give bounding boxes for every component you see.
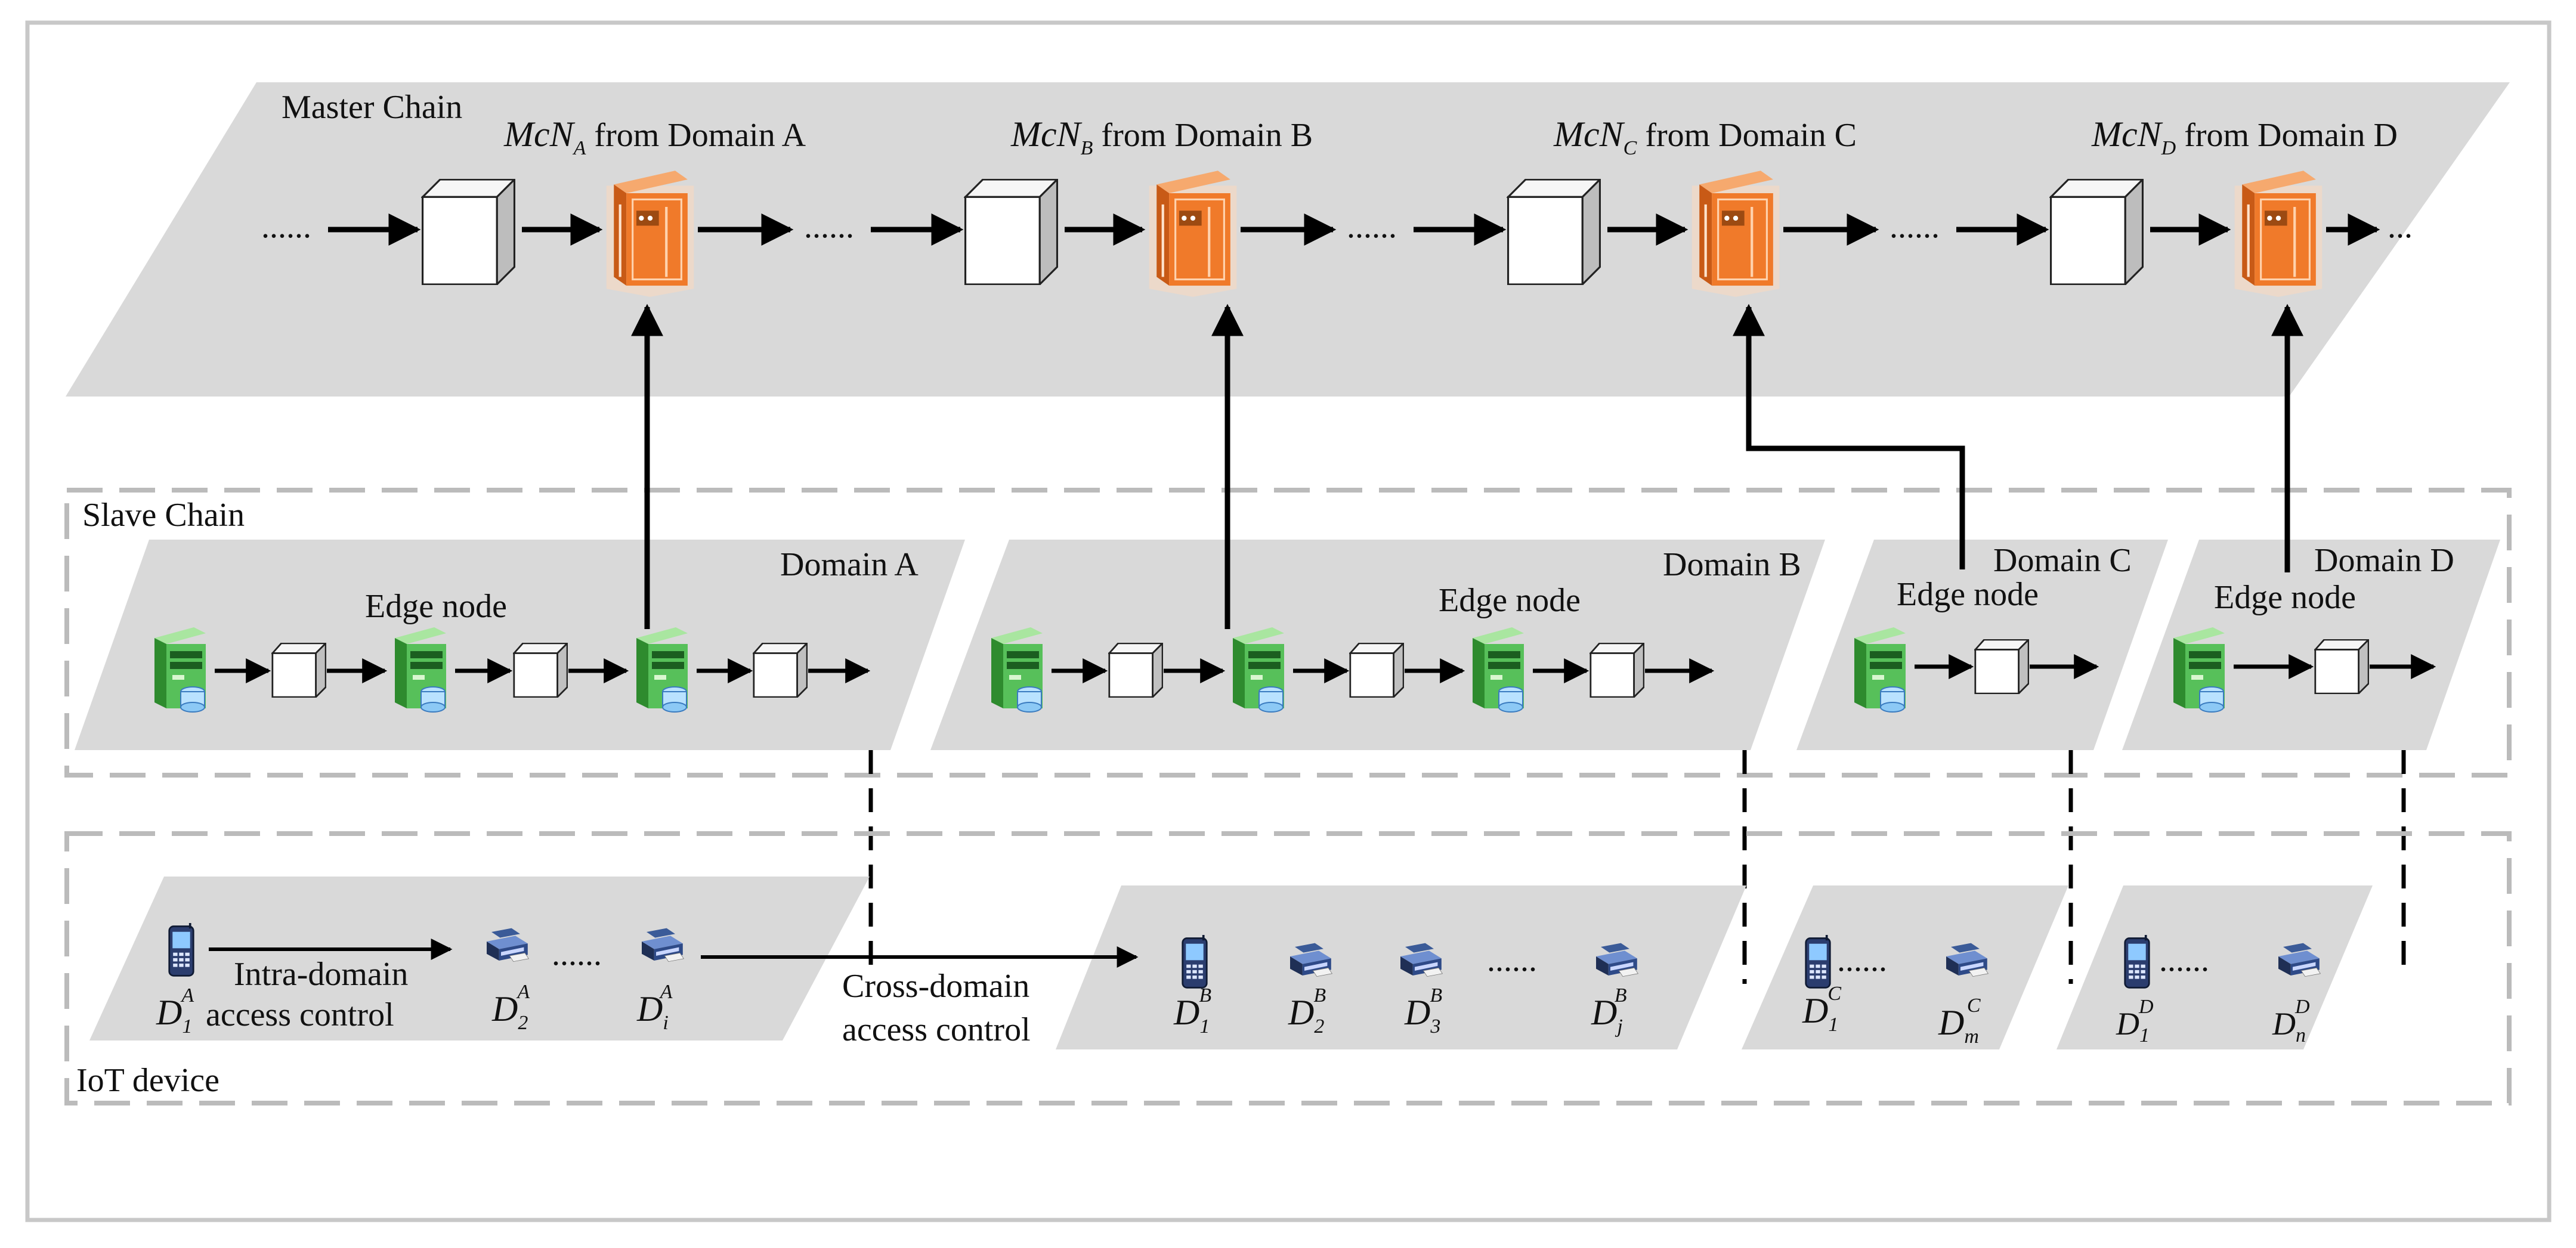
iot-device-layer: IoT device ...... Intra-domain access co… bbox=[64, 831, 2512, 1105]
cross-access-line1: Cross-domain bbox=[842, 968, 1029, 1005]
master-server-icon-a bbox=[607, 171, 694, 297]
iot-layer-boundary bbox=[64, 831, 2512, 1105]
domain-links bbox=[868, 750, 2406, 984]
device-label: DnD bbox=[2272, 996, 2310, 1046]
master-node-label-c: McNC from Domain C bbox=[1553, 114, 1857, 159]
master-ellipsis-1: ...... bbox=[261, 208, 311, 245]
device-label: D1D bbox=[2116, 996, 2154, 1046]
device-label: DmC bbox=[1938, 995, 1981, 1048]
device-label: D3B bbox=[1404, 984, 1442, 1038]
slave-block-icon bbox=[2314, 639, 2369, 694]
device-label: D2B bbox=[1288, 984, 1326, 1038]
phone-icon bbox=[2124, 935, 2150, 989]
device-label: D1C bbox=[1802, 983, 1841, 1036]
domain-a-edge-label: Edge node bbox=[365, 588, 507, 625]
device-label: D2A bbox=[491, 981, 530, 1034]
device-label: DiA bbox=[636, 981, 673, 1034]
cross-access-line2: access control bbox=[842, 1011, 1031, 1048]
master-node-label-d: McND from Domain D bbox=[2091, 114, 2398, 159]
master-ellipsis-end: ... bbox=[2388, 208, 2413, 245]
domain-a-label: Domain A bbox=[780, 546, 919, 583]
domain-d-label: Domain D bbox=[2314, 542, 2454, 579]
master-node-label-b: McNB from Domain B bbox=[1010, 114, 1313, 159]
master-block-icon bbox=[1507, 179, 1601, 285]
domain-b-edge-label: Edge node bbox=[1439, 582, 1581, 619]
intra-access-line1: Intra-domain bbox=[234, 956, 408, 993]
master-server-icon-b bbox=[1149, 171, 1237, 297]
iot-plane-c bbox=[1742, 885, 2068, 1049]
iot-ellipsis-b: ...... bbox=[1487, 942, 1537, 978]
phone-icon bbox=[1182, 935, 1208, 989]
iot-plane-a bbox=[89, 877, 870, 1040]
domain-b-label: Domain B bbox=[1663, 546, 1801, 583]
master-block-icon bbox=[421, 179, 515, 285]
uplink-c bbox=[1733, 304, 1965, 569]
slave-block-icon bbox=[1589, 643, 1644, 698]
master-ellipsis-2: ...... bbox=[804, 208, 854, 245]
device-label: DjB bbox=[1591, 984, 1627, 1038]
iot-ellipsis-c: ...... bbox=[1837, 942, 1887, 978]
slave-chain-label: Slave Chain bbox=[82, 497, 245, 534]
iot-ellipsis-a: ...... bbox=[552, 936, 602, 973]
master-chain-label: Master Chain bbox=[282, 89, 462, 126]
slave-chain-layer: Slave Chain Domain A Edge node Domain B … bbox=[64, 488, 2512, 778]
master-block-icon bbox=[2049, 179, 2144, 285]
outer-frame bbox=[25, 20, 2552, 1222]
iot-plane-d bbox=[2057, 885, 2373, 1049]
domain-d-edge-label: Edge node bbox=[2214, 579, 2356, 616]
master-server-icon-d bbox=[2235, 171, 2323, 297]
master-node-label-a: McNA from Domain A bbox=[503, 114, 806, 159]
intra-access-line2: access control bbox=[206, 996, 394, 1033]
device-label: D1B bbox=[1173, 984, 1211, 1038]
device-label: D1A bbox=[156, 984, 194, 1038]
iot-ellipsis-d: ...... bbox=[2159, 942, 2209, 978]
device-labels: D1A D2A DiA D1B D2B D3B DjB D1C DmC D1D … bbox=[156, 981, 2310, 1048]
slave-block-icon bbox=[1349, 643, 1404, 698]
phone-icon bbox=[1805, 935, 1831, 989]
slave-block-icon bbox=[271, 643, 326, 698]
master-server-icon-c bbox=[1692, 171, 1780, 297]
master-chain-layer: Master Chain McNA from Domain A McNB fro… bbox=[66, 82, 2510, 397]
slave-block-icon bbox=[1974, 639, 2029, 694]
slave-chain-boundary bbox=[64, 488, 2512, 778]
master-block-icon bbox=[964, 179, 1058, 285]
uplinks bbox=[631, 304, 2303, 629]
domain-c-label: Domain C bbox=[1993, 542, 2132, 579]
slave-block-icon bbox=[1108, 643, 1163, 698]
slave-block-icon bbox=[753, 643, 808, 698]
slave-block-icon bbox=[513, 643, 568, 698]
master-ellipsis-4: ...... bbox=[1890, 208, 1940, 245]
master-chain-plane bbox=[66, 82, 2510, 397]
domain-c-edge-label: Edge node bbox=[1897, 576, 2039, 613]
iot-device-label: IoT device bbox=[76, 1062, 219, 1099]
master-ellipsis-3: ...... bbox=[1347, 208, 1397, 245]
phone-icon bbox=[168, 923, 194, 977]
